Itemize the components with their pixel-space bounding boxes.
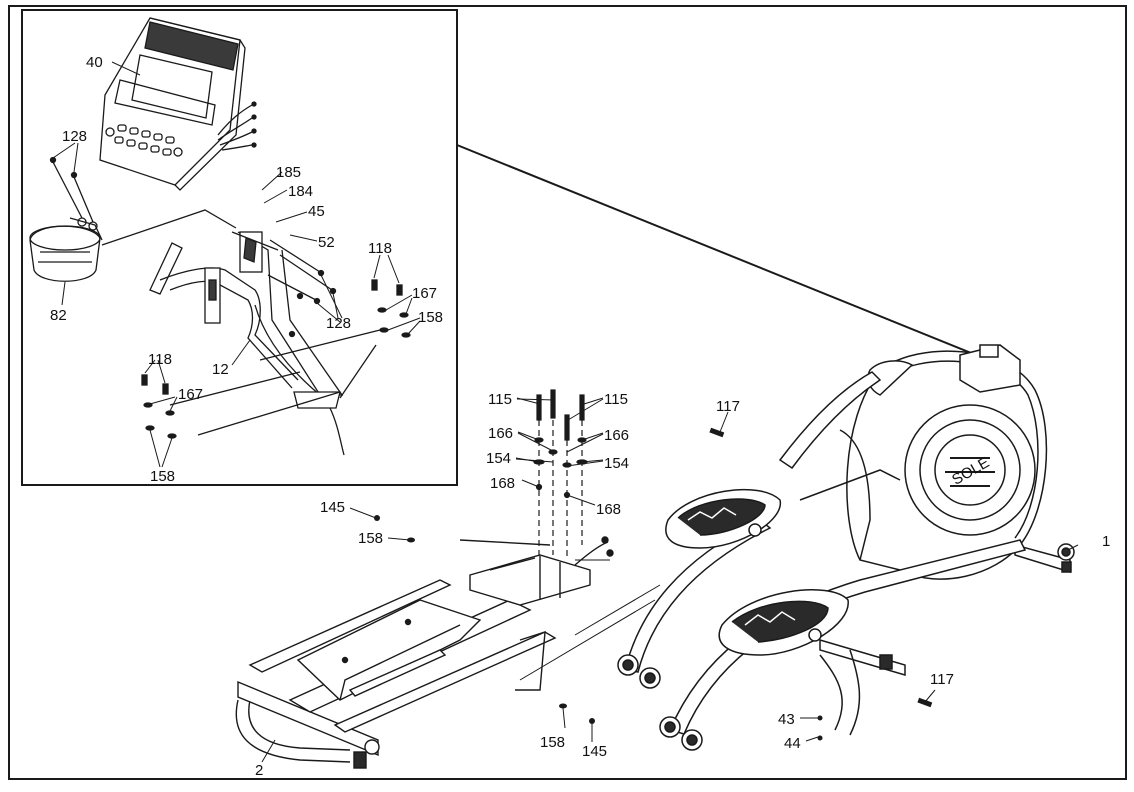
- cup-holder: [29, 225, 101, 282]
- callout-158-left: 158: [150, 468, 175, 485]
- callout-2-leader: [261, 739, 276, 763]
- inset-leader-lines: [52, 61, 421, 468]
- callout-154-right: 154: [604, 455, 629, 472]
- left-hardware-stack: [141, 374, 177, 439]
- callout-128-mid: 128: [326, 315, 351, 332]
- callout-158-mid: 158: [358, 530, 383, 547]
- callout-168-left: 168: [490, 475, 515, 492]
- center-bolt-stack: [533, 389, 588, 560]
- callout-128-top: 128: [62, 128, 87, 145]
- console-screen: [131, 54, 213, 119]
- main-leader-lines: [349, 397, 1079, 742]
- callout-117-top: 117: [716, 398, 740, 415]
- callout-118-left: 118: [148, 351, 172, 368]
- callout-1: 1: [1102, 533, 1110, 550]
- callout-45: 45: [308, 203, 325, 220]
- callout-40: 40: [86, 54, 103, 71]
- callout-185: 185: [276, 164, 301, 181]
- callout-158-bottom: 158: [540, 734, 565, 751]
- callout-184: 184: [288, 183, 313, 200]
- base-rail-left: [248, 579, 452, 673]
- inset-console-assembly: [29, 17, 411, 456]
- callout-158-right: 158: [418, 309, 443, 326]
- upper-arm-left: [778, 371, 882, 470]
- console-keypad: [105, 124, 183, 157]
- handlebar-assembly: [149, 242, 183, 295]
- main-machine-body: [519, 344, 1075, 751]
- callout-145-bottom: 145: [582, 743, 607, 760]
- base-center-cover: [296, 599, 482, 701]
- outer-frame: [8, 5, 1127, 780]
- pedal-arm-right: [668, 539, 1027, 735]
- callout-labels: 40 128 185 184 45 52 118 167 158 82 128 …: [50, 54, 1110, 779]
- callout-43: 43: [778, 711, 795, 728]
- callout-166-left: 166: [488, 425, 513, 442]
- callout-115-left: 115: [488, 391, 512, 408]
- callout-117-bottom: 117: [930, 671, 954, 688]
- callout-168-right: 168: [596, 501, 621, 518]
- callout-82: 82: [50, 307, 67, 324]
- callout-2: 2: [255, 762, 263, 779]
- callout-167-left: 167: [178, 386, 203, 403]
- callout-44: 44: [784, 735, 801, 752]
- rear-frame-bracket: [469, 554, 591, 606]
- transport-wheels: [617, 654, 703, 751]
- front-stabilizer: [235, 699, 351, 763]
- callout-145-top: 145: [320, 499, 345, 516]
- loose-hardware: [374, 427, 933, 741]
- callout-52: 52: [318, 234, 335, 251]
- callout-154-left: 154: [486, 450, 511, 467]
- callout-12: 12: [212, 361, 229, 378]
- base-frame-assembly: [235, 536, 614, 769]
- base-rail-right: [333, 631, 557, 733]
- callout-118-right: 118: [368, 240, 392, 257]
- callout-166-right: 166: [604, 427, 629, 444]
- callout-167-right: 167: [412, 285, 437, 302]
- inset-leader-line: [456, 144, 1019, 373]
- callout-115-right: 115: [604, 391, 628, 408]
